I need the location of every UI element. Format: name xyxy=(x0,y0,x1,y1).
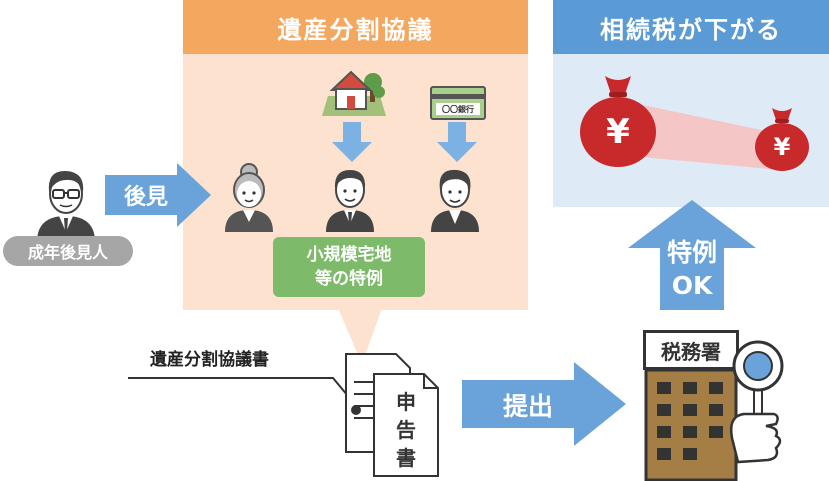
approval-line1: 特例 xyxy=(666,238,717,267)
special-rule-line2: 等の特例 xyxy=(315,269,383,289)
small-bag-yen: ¥ xyxy=(773,133,791,161)
special-rule-line1: 小規模宅地 xyxy=(306,245,392,265)
large-money-bag-icon xyxy=(580,76,656,167)
guardianship-arrow xyxy=(105,163,211,227)
submit-arrow xyxy=(462,362,626,446)
submit-arrow-label: 提出 xyxy=(502,392,553,421)
approval-paddle-icon xyxy=(730,340,784,464)
tax-office-sign: 税務署 xyxy=(643,330,739,370)
speech-tail xyxy=(338,308,382,364)
bank-book-label: 〇〇銀行 xyxy=(442,105,474,114)
special-rule-box: 小規模宅地 等の特例 xyxy=(273,237,425,297)
approval-up-arrow xyxy=(628,200,756,310)
agreement-pointer-line xyxy=(128,377,359,409)
tax-return-document-icon xyxy=(373,373,439,477)
inheritance-panel-title: 遺産分割協議 xyxy=(183,0,528,54)
tax-office-building-icon xyxy=(644,368,738,481)
elderly-heir-icon xyxy=(225,163,273,232)
guardian-label: 成年後見人 xyxy=(3,236,133,266)
decrease-wedge xyxy=(620,100,780,170)
agreement-label: 遺産分割協議書 xyxy=(150,350,269,370)
approval-line2: OK xyxy=(671,270,713,300)
young-heir-icon xyxy=(431,169,479,232)
tax-return-title: 申 告 書 xyxy=(374,388,438,472)
tax-return-char-3: 書 xyxy=(396,446,416,470)
small-money-bag-icon xyxy=(755,108,809,171)
tax-return-char-2: 告 xyxy=(396,418,416,442)
house-land-icon xyxy=(322,70,386,116)
tax-return-char-1: 申 xyxy=(396,390,416,414)
large-bag-yen: ¥ xyxy=(606,112,630,152)
down-arrow-house xyxy=(332,122,372,162)
tax-panel-title: 相続税が下がる xyxy=(553,0,829,54)
male-heir-icon xyxy=(326,170,374,232)
down-arrow-bank xyxy=(437,122,477,162)
guardianship-arrow-label: 後見 xyxy=(123,185,168,210)
bank-book-icon xyxy=(430,86,486,120)
guardian-person-icon xyxy=(37,170,95,242)
